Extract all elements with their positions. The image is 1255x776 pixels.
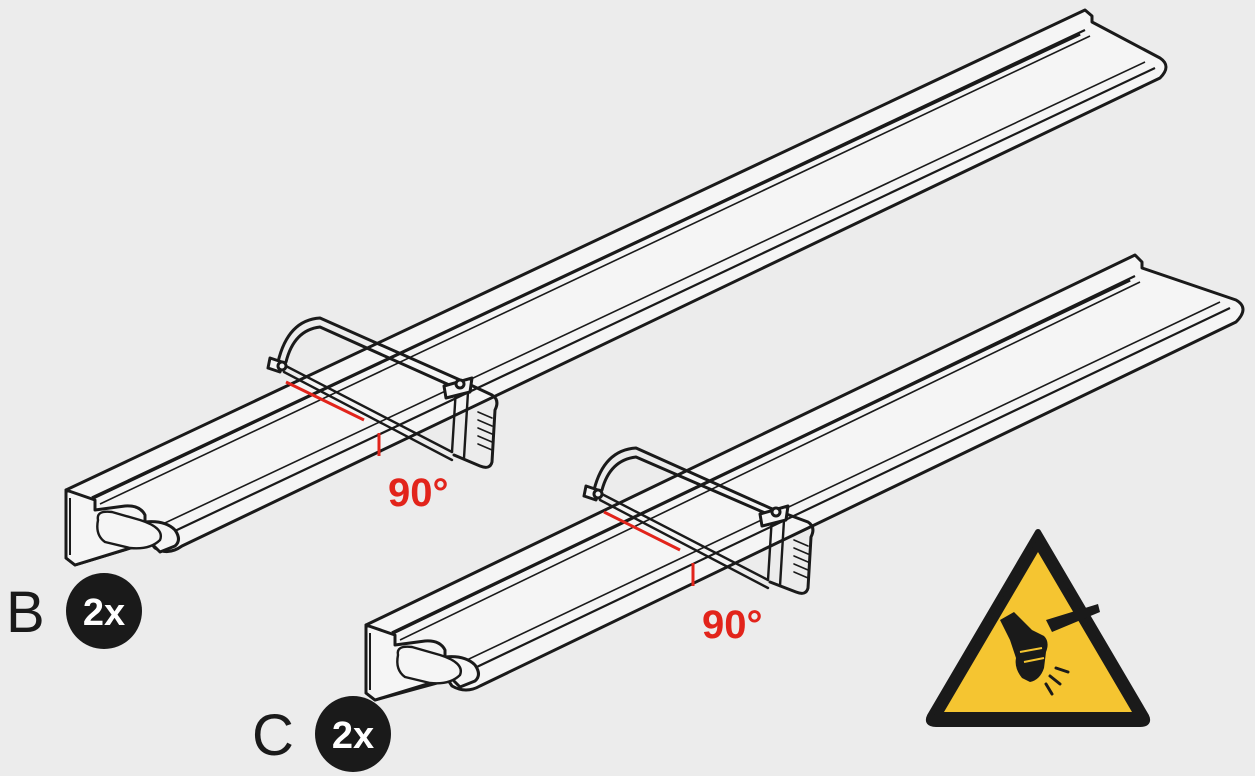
quantity-badge-b (66, 573, 142, 649)
quantity-badge-c (315, 696, 391, 772)
rail-c (364, 253, 1245, 702)
rail-b (64, 8, 1168, 567)
angle-label-b: 90° (388, 471, 449, 515)
cut-mark-c (603, 510, 695, 586)
cut-mark-b (285, 380, 381, 456)
part-label-c: C 2x (252, 696, 391, 772)
hacksaw-b (266, 316, 499, 469)
part-letter-b: B (6, 580, 45, 645)
quantity-text-c: 2x (332, 715, 374, 757)
part-letter-c: C (252, 703, 294, 768)
quantity-text-b: 2x (83, 592, 125, 634)
hacksaw-c (582, 446, 815, 595)
angle-label-c: 90° (702, 603, 763, 647)
cut-hazard-warning-icon (925, 529, 1151, 727)
part-label-b: B 2x (6, 573, 142, 649)
